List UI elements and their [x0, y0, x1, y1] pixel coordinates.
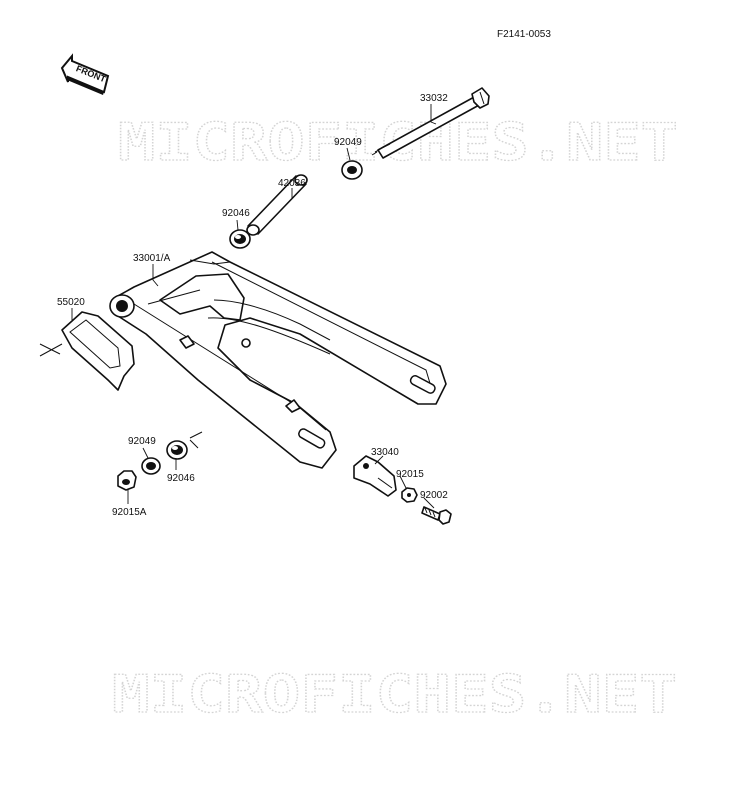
part-label-92015: 92015 — [396, 469, 424, 480]
part-label-92049-upper: 92049 — [334, 137, 362, 148]
part-label-33040: 33040 — [371, 447, 399, 458]
front-arrow-icon: FRONT — [60, 53, 110, 95]
nut-lower-left — [117, 470, 137, 491]
part-label-55020: 55020 — [57, 297, 85, 308]
part-label-33032: 33032 — [420, 93, 448, 104]
swing-arm — [109, 251, 447, 469]
part-label-92046-lower: 92046 — [167, 473, 195, 484]
chain-guard — [39, 311, 135, 391]
part-label-33001a: 33001/A — [133, 253, 171, 264]
part-label-92046-upper: 92046 — [222, 208, 250, 219]
part-label-92049-lower: 92049 — [128, 436, 156, 447]
adjuster-bolt — [421, 506, 452, 525]
part-label-92015a: 92015A — [112, 507, 147, 518]
needle-bearing-upper — [229, 229, 251, 249]
chain-adjuster — [353, 455, 397, 497]
needle-bearing-lower — [166, 431, 203, 460]
adjuster-nut — [401, 487, 418, 503]
leader-lines — [71, 104, 437, 509]
part-label-42036: 42036 — [278, 178, 306, 189]
sleeve-tube — [246, 174, 308, 236]
watermark-bottom: MICROFICHES.NET — [112, 665, 677, 725]
seal-upper — [341, 160, 363, 180]
figure-ref-code: F2141-0053 — [497, 29, 551, 40]
pivot-shaft-bolt — [371, 87, 490, 159]
seal-lower — [141, 457, 161, 475]
part-label-92002: 92002 — [420, 490, 448, 501]
